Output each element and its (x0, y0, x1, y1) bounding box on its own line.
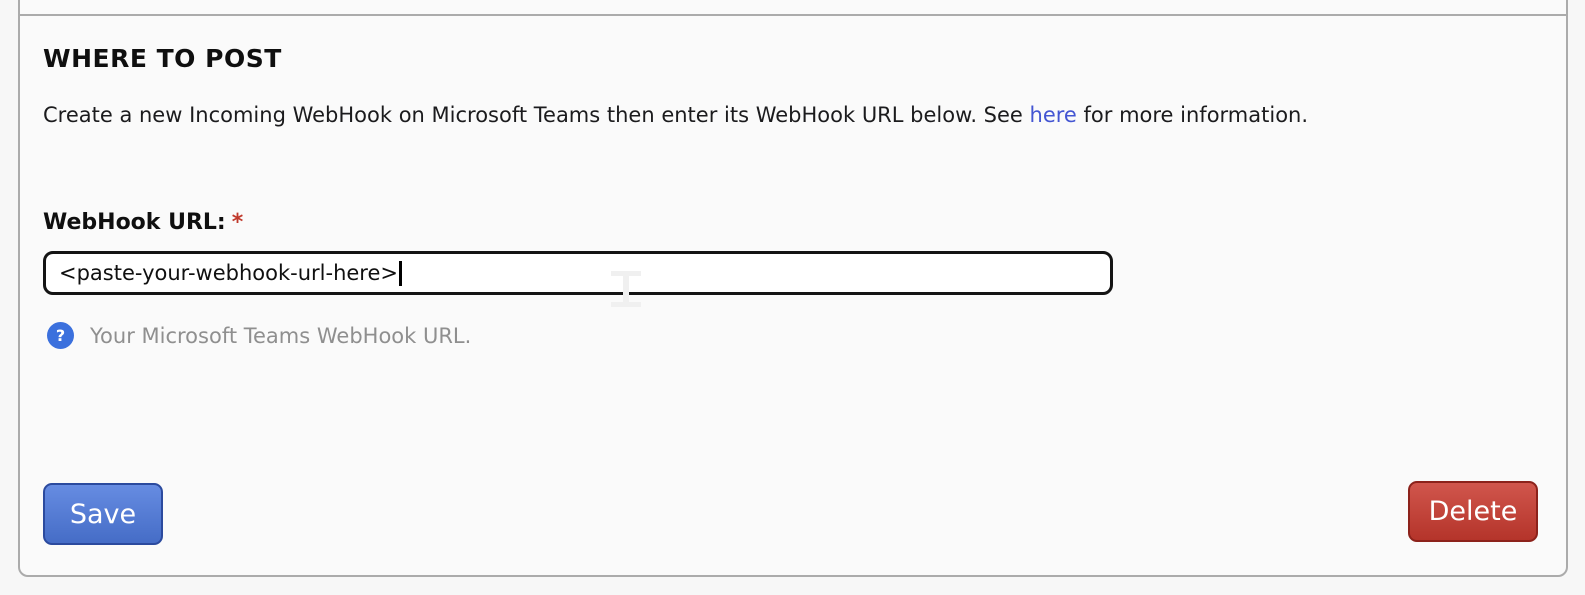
section-title: WHERE TO POST (43, 44, 282, 73)
ibeam-bottom-serif (611, 302, 641, 307)
help-text: Your Microsoft Teams WebHook URL. (90, 323, 472, 348)
delete-button[interactable]: Delete (1408, 481, 1538, 542)
webhook-url-label-text: WebHook URL: (43, 210, 226, 235)
webhook-url-label: WebHook URL:* (43, 210, 243, 235)
here-link[interactable]: here (1029, 103, 1077, 127)
save-button[interactable]: Save (43, 483, 163, 545)
help-row: ? Your Microsoft Teams WebHook URL. (47, 322, 471, 349)
description-text: Create a new Incoming WebHook on Microso… (43, 100, 1383, 130)
help-question-icon[interactable]: ? (47, 322, 74, 349)
ibeam-mouse-cursor (611, 271, 641, 307)
text-caret (399, 261, 402, 286)
webhook-url-input[interactable] (43, 251, 1113, 295)
required-asterisk: * (231, 210, 244, 235)
description-before-link: Create a new Incoming WebHook on Microso… (43, 103, 1030, 127)
ibeam-vertical-bar (623, 273, 629, 305)
description-after-link: for more information. (1076, 103, 1309, 127)
section-divider (20, 14, 1566, 16)
